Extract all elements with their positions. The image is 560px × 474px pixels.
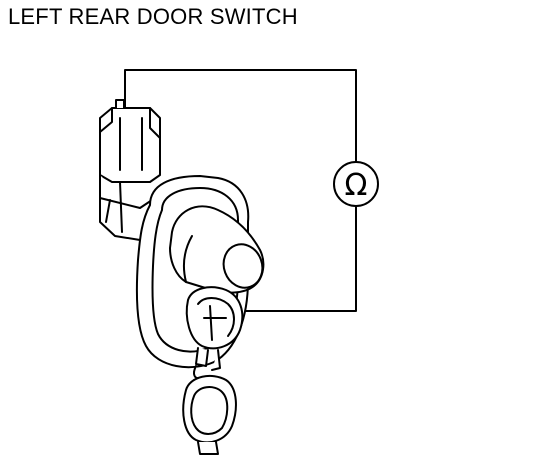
test-leads [124, 69, 357, 312]
plunger [169, 205, 265, 294]
diagram-title: LEFT REAR DOOR SWITCH [8, 4, 298, 29]
retaining-clip [182, 347, 237, 455]
connector [99, 99, 161, 241]
ohmmeter-icon: Ω [333, 161, 379, 207]
ohm-symbol: Ω [345, 168, 368, 203]
terminal-socket [185, 286, 244, 350]
